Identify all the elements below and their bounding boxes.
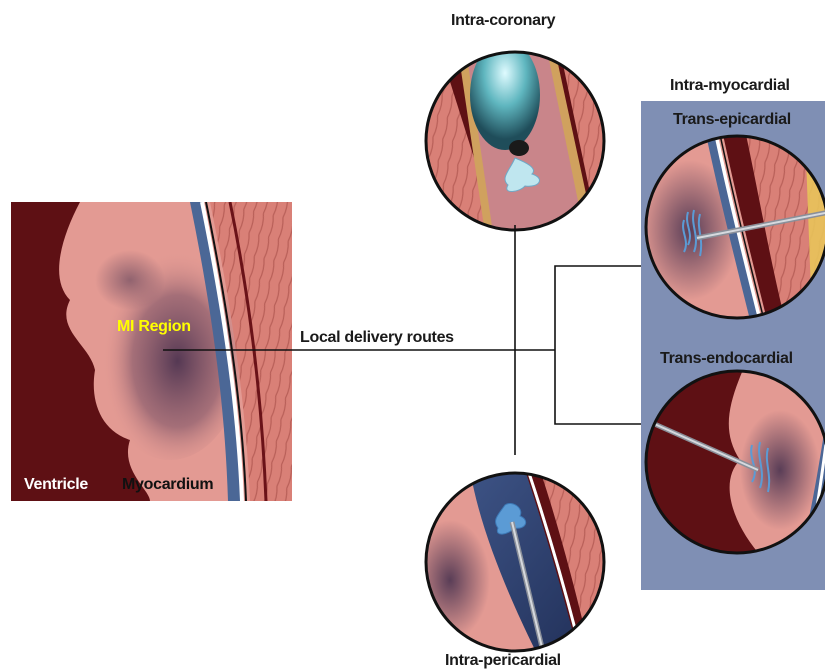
- ventricle-label: Ventricle: [24, 476, 88, 494]
- main-tissue-panel: [11, 202, 292, 501]
- trans-epicardial-label: Trans-epicardial: [673, 111, 791, 129]
- trans-endocardial-label: Trans-endocardial: [660, 350, 793, 368]
- intra-pericardial-label: Intra-pericardial: [445, 652, 561, 670]
- local-delivery-routes-label: Local delivery routes: [300, 329, 454, 347]
- mi-region-label: MI Region: [117, 318, 191, 336]
- myocardium-label: Myocardium: [122, 476, 213, 494]
- intra-myocardial-label: Intra-myocardial: [670, 77, 790, 95]
- intra-coronary-label: Intra-coronary: [451, 12, 555, 30]
- intra-pericardial-circle: [410, 470, 610, 660]
- intra-coronary-circle: [420, 40, 620, 240]
